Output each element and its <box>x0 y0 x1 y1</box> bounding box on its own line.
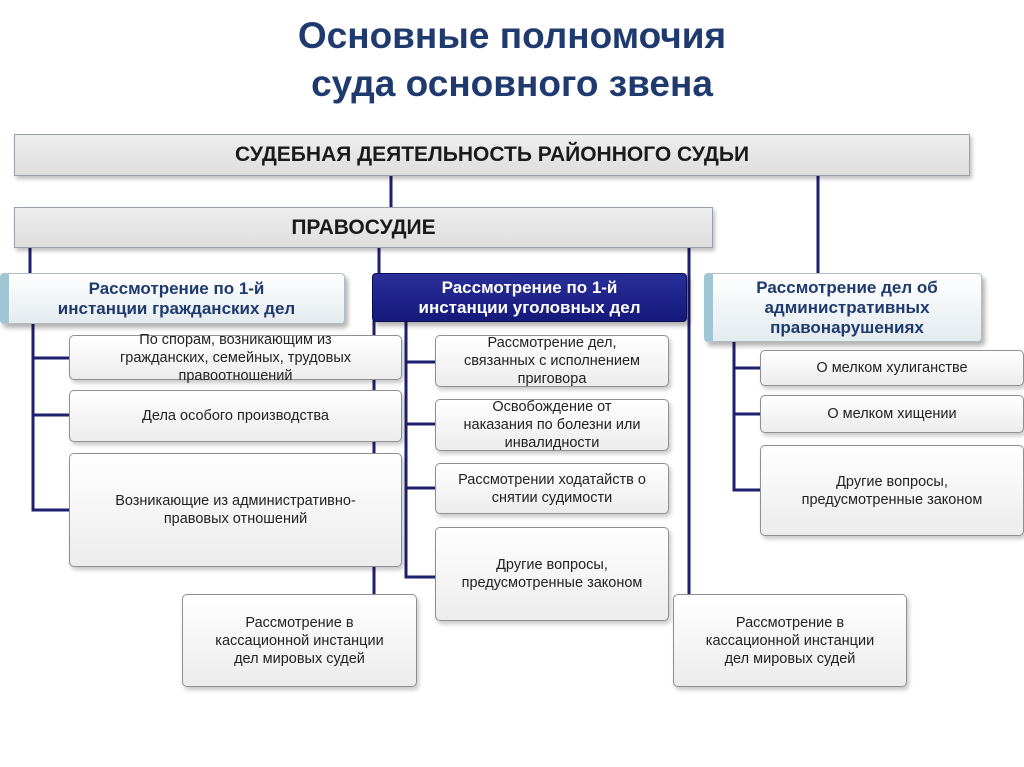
cassation-right-line1: Рассмотрение в <box>735 614 845 631</box>
cassation-left-line3: дел мировых судей <box>234 650 365 667</box>
civil-item2-line1: Дела особого производства <box>142 408 329 424</box>
admin-item-petty-hooliganism: О мелком хулиганстве <box>760 350 1024 386</box>
admin-item2-line1: О мелком хищении <box>827 406 957 422</box>
criminal-item-other-questions: Другие вопросы, предусмотренные законом <box>435 527 669 621</box>
district-judge-activity-bar: СУДЕБНАЯ ДЕЯТЕЛЬНОСТЬ РАЙОННОГО СУДЬИ <box>14 134 970 176</box>
criminal-cases-header: Рассмотрение по 1-й инстанции уголовных … <box>372 273 687 322</box>
civil-item-administrative-relations: Возникающие из административно- правовых… <box>69 453 402 567</box>
admin-header-line2: административных <box>764 297 930 317</box>
civil-header-line2: инстанции гражданских дел <box>57 298 296 318</box>
civil-item-disputes: По спорам, возникающим из гражданских, с… <box>69 332 402 384</box>
civil-header-line1: Рассмотрение по 1-й <box>88 278 265 298</box>
page-title-line1: Основные полномочия <box>297 15 727 56</box>
admin-offenses-header: Рассмотрение дел об административных пра… <box>704 273 982 342</box>
criminal-item2-line1: Освобождение от <box>492 399 612 415</box>
admin-item3-line1: Другие вопросы, <box>836 473 948 490</box>
civil-item3-line2: правовых отношений <box>163 511 308 527</box>
civil-item3-line1: Возникающие из административно- <box>115 493 356 509</box>
admin-item-petty-theft: О мелком хищении <box>760 395 1024 433</box>
admin-item1-line1: О мелком хулиганстве <box>816 360 968 376</box>
cassation-right-line3: дел мировых судей <box>724 650 856 667</box>
criminal-item4-line1: Другие вопросы, <box>496 557 608 573</box>
page-title-line2: суда основного звена <box>311 63 713 104</box>
admin-item-other-questions: Другие вопросы, предусмотренные законом <box>760 445 1024 536</box>
criminal-item-sentence-execution: Рассмотрение дел, связанных с исполнение… <box>435 335 669 387</box>
cassation-left-line2: кассационной инстанции <box>215 632 384 649</box>
criminal-item-release-illness: Освобождение от наказания по болезни или… <box>435 399 669 451</box>
civil-item-special-proceedings: Дела особого производства <box>69 390 402 442</box>
admin-item3-line2: предусмотренные законом <box>801 491 983 508</box>
criminal-item-conviction-removal: Рассмотрении ходатайств о снятии судимос… <box>435 463 669 514</box>
criminal-item1-line1: Рассмотрение дел, <box>487 335 617 351</box>
criminal-item1-line2: связанных с исполнением <box>464 353 640 369</box>
criminal-header-line2: инстанции уголовных дел <box>418 297 641 317</box>
justice-label: ПРАВОСУДИЕ <box>291 215 436 239</box>
civil-item1-line1: По спорам, возникающим из <box>139 331 332 348</box>
page-title: Основные полномочия суда основного звена <box>0 12 1024 108</box>
criminal-item2-line3: инвалидности <box>504 435 600 451</box>
civil-item1-line3: правоотношений <box>178 367 293 384</box>
justice-bar: ПРАВОСУДИЕ <box>14 207 713 248</box>
cassation-right-box: Рассмотрение в кассационной инстанции де… <box>673 594 907 687</box>
admin-header-line3: правонарушениях <box>770 317 924 337</box>
admin-header-line1: Рассмотрение дел об <box>756 277 938 297</box>
cassation-left-box: Рассмотрение в кассационной инстанции де… <box>182 594 417 687</box>
criminal-item2-line2: наказания по болезни или <box>463 417 641 433</box>
civil-item1-line2: гражданских, семейных, трудовых <box>119 349 352 366</box>
criminal-header-line1: Рассмотрение по 1-й <box>441 277 618 297</box>
criminal-item4-line2: предусмотренные законом <box>461 575 643 591</box>
criminal-item3-line2: снятии судимости <box>491 489 613 506</box>
cassation-left-line1: Рассмотрение в <box>245 614 354 631</box>
civil-cases-header: Рассмотрение по 1-й инстанции граждански… <box>0 273 345 324</box>
criminal-item3-line1: Рассмотрении ходатайств о <box>458 471 646 488</box>
criminal-item1-line3: приговора <box>517 371 587 387</box>
cassation-right-line2: кассационной инстанции <box>705 632 875 649</box>
district-judge-activity-label: СУДЕБНАЯ ДЕЯТЕЛЬНОСТЬ РАЙОННОГО СУДЬИ <box>234 143 750 166</box>
